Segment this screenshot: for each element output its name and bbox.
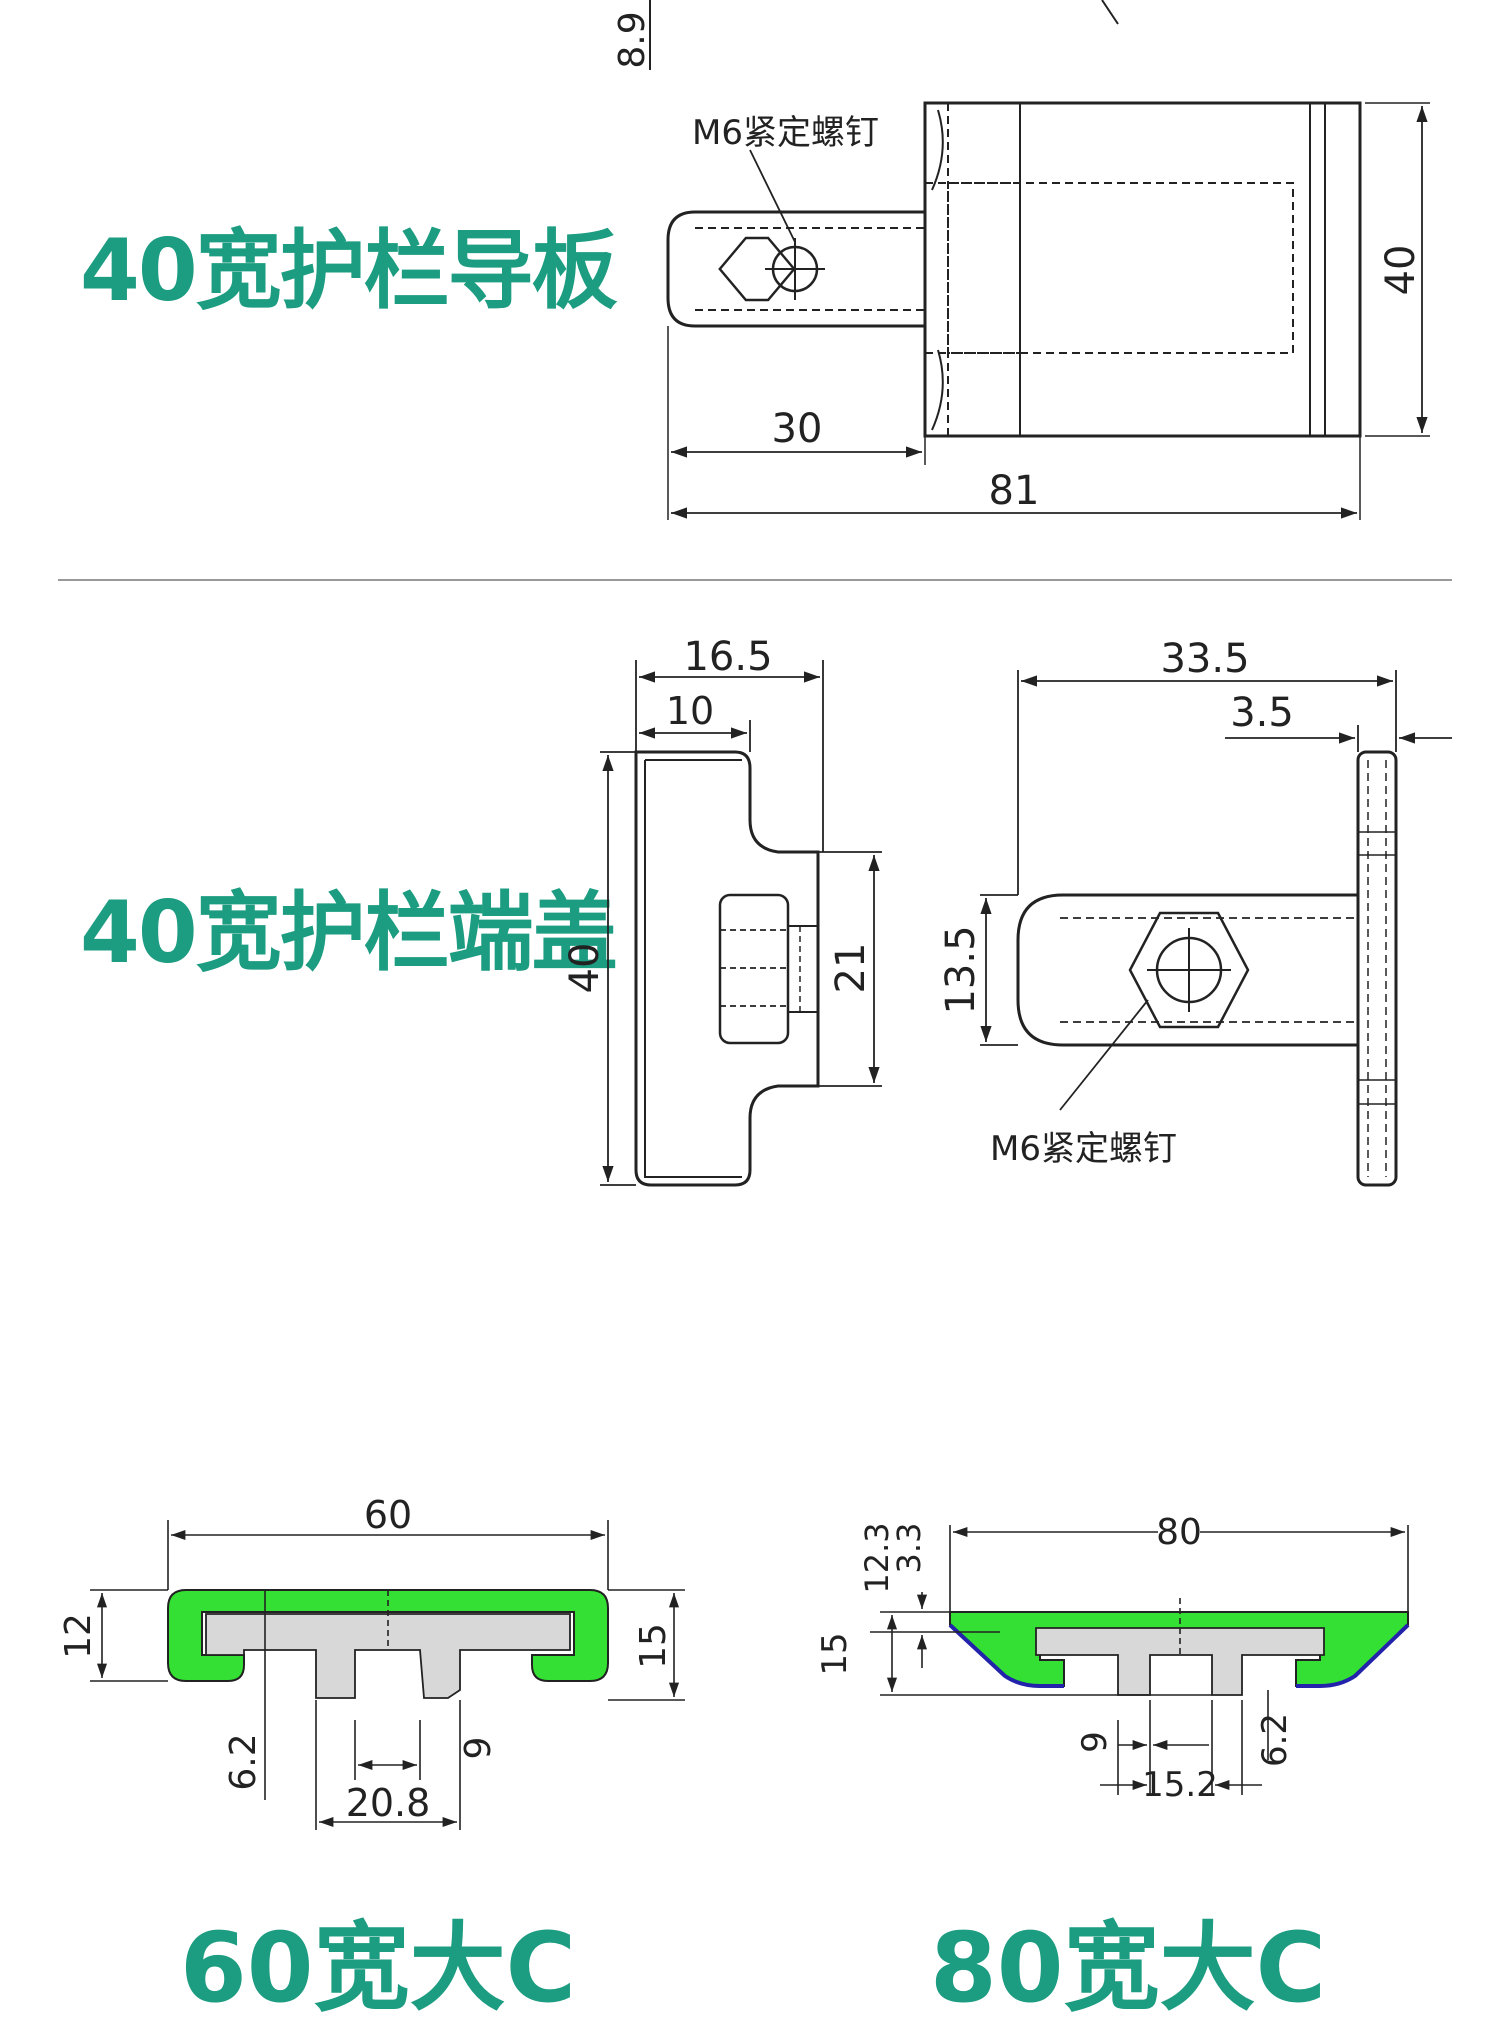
dim-total-81: 81 <box>989 468 1040 514</box>
dim-80-stem: 6.2 <box>1255 1713 1295 1767</box>
dim-60-span: 20.8 <box>346 1781 431 1825</box>
guide-plate-drawing: 8.9 <box>612 0 1430 520</box>
dim-overall-16-5: 16.5 <box>683 634 772 680</box>
dim-tab-21: 21 <box>828 943 874 994</box>
end-cap-front-dims <box>600 660 882 1186</box>
cap-screw-label: M6紧定螺钉 <box>990 1129 1177 1169</box>
dim-top-partial: 8.9 <box>612 11 653 68</box>
end-cap-front-view <box>634 750 820 1187</box>
dim-arm-13-5: 13.5 <box>938 925 984 1014</box>
dim-60-right-height: 15 <box>633 1623 674 1669</box>
dim-60-slot: 9 <box>458 1737 499 1760</box>
profile-60-drawing: 60 12 15 6.2 9 20.8 <box>58 1493 685 1830</box>
dim-plate-3-5: 3.5 <box>1230 690 1294 736</box>
profile-60-title: 60宽大C <box>180 1912 577 2024</box>
dim-60-width: 60 <box>364 1493 412 1537</box>
end-cap-side-view <box>1016 750 1398 1187</box>
profile-80-title: 80宽大C <box>930 1912 1327 2024</box>
dim-80-span: 15.2 <box>1142 1765 1218 1805</box>
drawing-sheet: 40宽护栏导板 40宽护栏端盖 8.9 <box>58 0 1452 2024</box>
dim-60-stem: 6.2 <box>223 1733 264 1790</box>
profile-80-drawing: 80 12.3 3.3 15 9 6.2 15.2 <box>815 1512 1410 1805</box>
technical-drawing: 8.9 <box>58 0 1452 1830</box>
dim-80-slot: 9 <box>1075 1731 1115 1753</box>
dim-side-width-33-5: 33.5 <box>1160 636 1249 682</box>
dim-80-width: 80 <box>1156 1512 1202 1553</box>
guide-plate-title: 40宽护栏导板 <box>80 221 618 321</box>
dim-80-height: 15 <box>815 1632 855 1675</box>
end-cap-title: 40宽护栏端盖 <box>80 883 618 983</box>
guide-screw-label: M6紧定螺钉 <box>692 113 879 153</box>
end-cap-side-dims <box>980 670 1452 1046</box>
dim-inner-10: 10 <box>666 689 714 733</box>
dim-60-left-height: 12 <box>58 1613 99 1659</box>
dim-height-40: 40 <box>1378 245 1424 296</box>
dim-cap-height-40: 40 <box>562 943 608 994</box>
dim-tab-30: 30 <box>772 406 823 452</box>
dim-80-d1: 12.3 <box>858 1522 896 1593</box>
dim-80-d2: 3.3 <box>890 1523 928 1574</box>
